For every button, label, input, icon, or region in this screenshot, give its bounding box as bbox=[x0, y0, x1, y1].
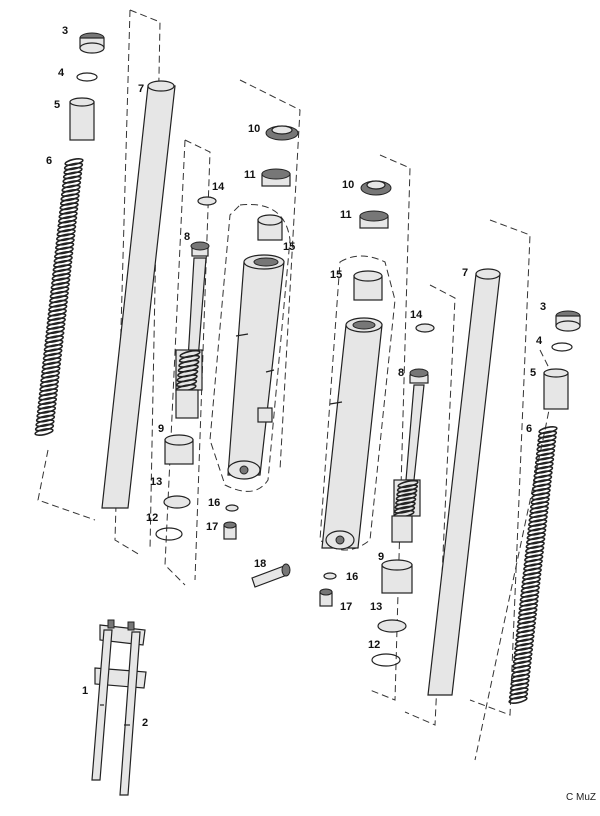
callout-6: 6 bbox=[46, 155, 52, 167]
spacer-right bbox=[543, 368, 569, 410]
callout-10-right: 10 bbox=[342, 179, 354, 191]
washer-16-right bbox=[323, 572, 337, 580]
callout-17-right: 17 bbox=[340, 601, 352, 613]
seal-12-right bbox=[371, 653, 401, 667]
axle-bolt-18 bbox=[251, 563, 291, 588]
callout-18: 18 bbox=[254, 558, 266, 570]
callout-15: 15 bbox=[283, 241, 295, 253]
callout-12: 12 bbox=[146, 512, 158, 524]
callout-5-right: 5 bbox=[530, 367, 536, 379]
callout-3: 3 bbox=[62, 25, 68, 37]
guide-bushing-left bbox=[257, 214, 283, 241]
top-cap-left bbox=[79, 32, 105, 54]
drain-bolt-right bbox=[319, 588, 333, 607]
o-ring-right bbox=[551, 342, 573, 352]
dust-seal-right bbox=[360, 180, 392, 196]
assembled-fork-thumbnail bbox=[91, 619, 147, 796]
o-ring-left bbox=[76, 72, 98, 82]
callout-2: 2 bbox=[142, 717, 148, 729]
washer-16-left bbox=[225, 504, 239, 512]
callout-6-right: 6 bbox=[526, 423, 532, 435]
top-cap-right bbox=[555, 310, 581, 332]
callout-14: 14 bbox=[212, 181, 225, 193]
callout-7-right: 7 bbox=[462, 267, 468, 279]
callout-14-right: 14 bbox=[410, 309, 423, 321]
guide-bushing-right bbox=[353, 270, 383, 301]
fork-tube-left bbox=[101, 80, 176, 509]
callout-13: 13 bbox=[150, 476, 162, 488]
callout-labels: 3 4 5 6 7 14 8 10 11 15 9 13 12 16 17 10… bbox=[46, 25, 546, 729]
ring-14-left bbox=[197, 196, 217, 206]
callout-8-right: 8 bbox=[398, 367, 404, 379]
callout-16: 16 bbox=[208, 497, 220, 509]
callout-17: 17 bbox=[206, 521, 218, 533]
callout-9-right: 9 bbox=[378, 551, 384, 563]
slider-right bbox=[321, 317, 383, 550]
spring-right bbox=[508, 426, 558, 704]
callout-15-right: 15 bbox=[330, 269, 342, 281]
callout-4-right: 4 bbox=[536, 335, 543, 347]
callout-7: 7 bbox=[138, 83, 144, 95]
callout-1: 1 bbox=[82, 685, 88, 697]
damper-rod-right bbox=[391, 368, 429, 543]
assembly-guide-lines bbox=[37, 9, 556, 761]
washer-13-left bbox=[163, 495, 191, 509]
oil-seal-right bbox=[359, 210, 389, 229]
callout-11: 11 bbox=[244, 169, 256, 181]
damper-rod-left bbox=[175, 241, 210, 419]
callout-16-right: 16 bbox=[346, 571, 358, 583]
drain-bolt-left bbox=[223, 521, 237, 540]
oil-seal-left bbox=[261, 168, 291, 187]
callout-10: 10 bbox=[248, 123, 260, 135]
callout-5: 5 bbox=[54, 99, 60, 111]
spacer-left bbox=[69, 97, 95, 141]
seal-12-left bbox=[155, 527, 183, 541]
washer-13-right bbox=[377, 619, 407, 633]
slider-left bbox=[227, 254, 285, 480]
callout-3-right: 3 bbox=[540, 301, 546, 313]
callout-11-right: 11 bbox=[340, 209, 352, 221]
callout-9: 9 bbox=[158, 423, 164, 435]
bushing-left bbox=[164, 434, 194, 465]
dust-seal-left bbox=[265, 125, 299, 141]
copyright-mark: C MuZ bbox=[566, 792, 596, 803]
callout-4: 4 bbox=[58, 67, 65, 79]
ring-14-right bbox=[415, 323, 435, 333]
callout-12-right: 12 bbox=[368, 639, 380, 651]
callout-8: 8 bbox=[184, 231, 190, 243]
spring-left bbox=[34, 158, 84, 436]
bushing-right bbox=[381, 559, 413, 594]
callout-13-right: 13 bbox=[370, 601, 382, 613]
fork-tube-right bbox=[427, 268, 501, 696]
